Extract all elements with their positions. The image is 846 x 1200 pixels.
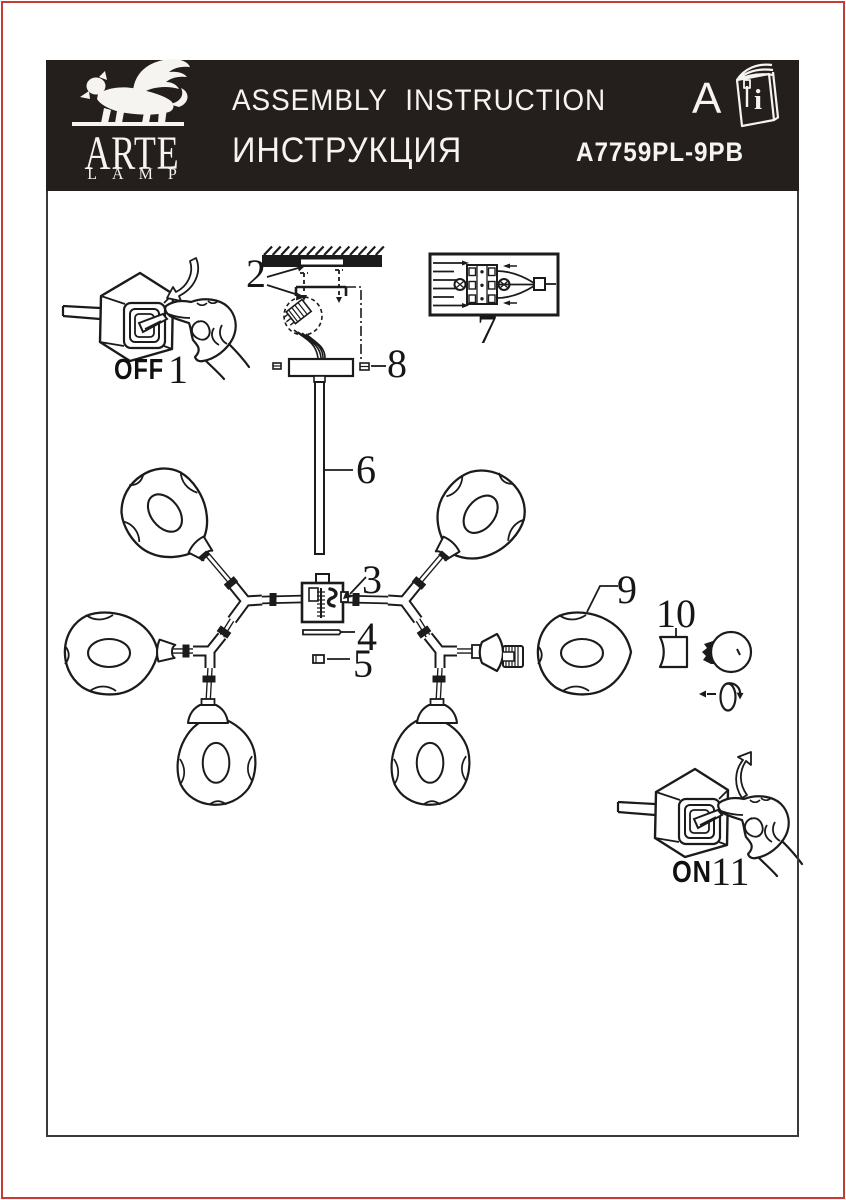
ceiling-hatch-icon bbox=[262, 245, 385, 267]
alignment-dashdot-line bbox=[346, 286, 362, 361]
logo-brand: ARTE bbox=[84, 127, 180, 180]
wire-splice-detail bbox=[283, 296, 326, 359]
bulb-icon bbox=[702, 630, 753, 674]
callout-7: 7 bbox=[477, 307, 497, 352]
off-switch-icon bbox=[61, 257, 251, 381]
canopy bbox=[287, 357, 355, 383]
header-icons bbox=[80, 59, 780, 128]
logo-subbrand: LAMP bbox=[87, 166, 192, 183]
rotate-bulb-gesture-icon bbox=[699, 682, 744, 712]
shade-holder-cup-detail bbox=[658, 635, 689, 669]
threaded-pin-icon bbox=[302, 629, 343, 636]
terminal-block-diagram bbox=[428, 252, 560, 317]
canopy-screw-right-icon bbox=[359, 362, 370, 371]
title-russian: ИНСТРУКЦИЯ bbox=[232, 131, 463, 170]
title-english: ASSEMBLY INSTRUCTION bbox=[232, 84, 607, 117]
callout-leader-lines bbox=[324, 365, 677, 660]
canopy-screw-left-icon bbox=[272, 362, 282, 370]
chandelier-frame bbox=[170, 550, 476, 705]
model-code: A7759PL-9PB bbox=[576, 137, 744, 167]
small-screw-icon bbox=[312, 654, 325, 664]
callout-5: 5 bbox=[353, 641, 373, 686]
callout-3-arrowhead bbox=[343, 591, 352, 599]
winged-lion-icon bbox=[80, 59, 190, 123]
screwdriver-handle bbox=[743, 79, 751, 89]
callout-11: 11 bbox=[711, 849, 750, 894]
lamp-socket-icon bbox=[471, 632, 524, 673]
callout-4: 4 bbox=[357, 614, 377, 659]
callout-9: 9 bbox=[617, 567, 637, 612]
callout-8: 8 bbox=[387, 341, 407, 386]
callout-6: 6 bbox=[356, 447, 376, 492]
callout-10: 10 bbox=[656, 591, 696, 636]
flip-down-arrow-icon bbox=[166, 257, 200, 302]
callout-2: 2 bbox=[246, 251, 266, 296]
callout-1: 1 bbox=[168, 347, 188, 392]
booklet-info-icon bbox=[735, 63, 780, 128]
mounting-strap-and-screws bbox=[266, 263, 348, 303]
section-letter: A bbox=[692, 74, 722, 123]
off-label: OFF bbox=[114, 354, 165, 386]
on-switch-icon bbox=[616, 751, 804, 878]
callout-3: 3 bbox=[362, 557, 382, 602]
on-label: ON bbox=[672, 854, 712, 889]
down-rod bbox=[314, 381, 325, 555]
booklet-letter-i: i bbox=[754, 84, 763, 116]
logo-underline bbox=[72, 122, 184, 126]
flip-up-arrow-icon bbox=[735, 751, 752, 799]
